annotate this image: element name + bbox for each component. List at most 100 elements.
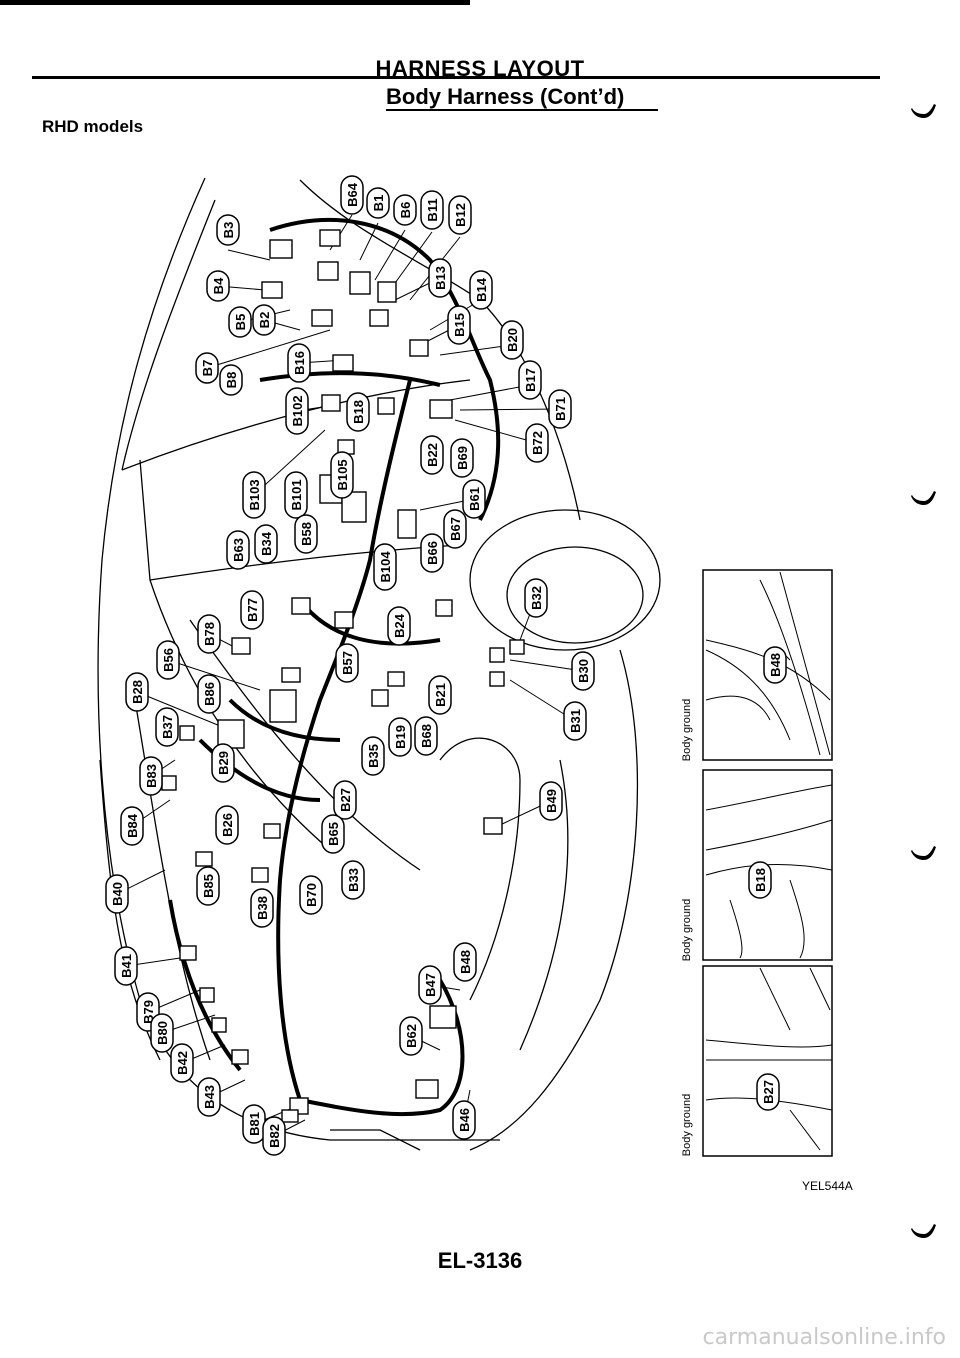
connector-label: B65 [326,822,341,846]
connector-tag-outline [150,1013,174,1053]
connector-label: B19 [393,725,408,749]
inset-connector-label: B48 [768,653,783,677]
connector-tag-b84: B84 [120,806,144,846]
connector-label: B38 [255,896,270,920]
connector-tag-outline [219,364,243,396]
connector-label: B63 [231,538,246,562]
connector-tag-outline [335,643,359,683]
connector-tag-outline [428,258,452,298]
connector-tag-b29: B29 [211,743,235,783]
connector-tag-outline [469,270,493,310]
connector-tag-outline [196,866,220,906]
connector-label: B17 [523,368,538,392]
inset-connector-label: B27 [761,1080,776,1104]
body-ground-label: Body ground [681,1094,693,1156]
connector-label: B105 [335,459,350,490]
connector-label: B34 [259,531,274,556]
connector-tag-outline [414,716,438,756]
connector-tag-b43: B43 [197,1077,221,1117]
connector-tag-outline [341,860,365,900]
connector-label: B83 [144,764,159,788]
connector-tag-b12: B12 [448,195,472,235]
connector-tag-b31: B31 [563,701,587,741]
connector-tag-outline [450,438,474,478]
connector-label: B58 [299,522,314,546]
connector-label: B101 [289,479,304,510]
connector-tag-outline [340,175,364,215]
connector-label: B32 [529,586,544,610]
connector-tag-b38: B38 [250,888,274,928]
connector-tag-b77: B77 [240,590,264,630]
connector-tag-b86: B86 [197,674,221,714]
connector-label: B68 [419,724,434,748]
connector-label: B49 [544,789,559,813]
connector-tag-outline [539,781,563,821]
connector-tag-b15: B15 [447,305,471,345]
connector-tag-b61: B61 [462,479,486,519]
connector-tag-outline [284,471,308,519]
connector-label: B43 [202,1085,217,1109]
connector-tag-outline [155,707,179,747]
connector-tag-outline [197,674,221,714]
connector-tag-outline [447,305,471,345]
connector-tag-outline [548,389,572,429]
connector-tag-outline [518,360,542,400]
body-ground-label: Body ground [681,899,693,961]
connector-tag-b11: B11 [420,190,444,230]
inset-connector-tag-outline [763,646,787,684]
connector-tag-outline [170,1043,194,1083]
connector-label: B78 [202,622,217,646]
connector-label: B42 [175,1051,190,1075]
connector-label: B46 [457,1108,472,1132]
connector-tag-outline [366,187,390,219]
connector-label: B103 [247,479,262,510]
connector-label: B2 [257,312,272,329]
inset-frame-2 [702,769,833,961]
connector-tag-b22: B22 [420,435,444,475]
subtitle-underline [386,109,658,111]
connector-tag-outline [399,1016,423,1056]
connector-tag-b16: B16 [287,343,311,383]
connector-tag-outline [287,343,311,383]
connector-tag-outline [373,543,397,591]
connector-tag-b62: B62 [399,1016,423,1056]
inset-connector-tag: B27 [756,1073,780,1111]
connector-tag-b80: B80 [150,1013,174,1053]
connector-label: B62 [404,1024,419,1048]
connector-label: B6 [398,202,413,219]
connector-tag-outline [420,190,444,230]
connector-tag-outline [105,874,129,914]
connector-tag-outline [211,743,235,783]
connector-label: B1 [371,195,386,212]
connector-tag-outline [462,479,486,519]
connector-tag-outline [197,614,221,654]
connector-label: B22 [425,443,440,467]
connector-tag-b26: B26 [215,805,239,845]
connector-tag-outline [250,888,274,928]
connector-label: B11 [425,198,440,221]
connector-label: B56 [161,648,176,672]
connector-tag-b42: B42 [170,1043,194,1083]
connector-tag-b19: B19 [388,717,412,757]
connector-tag-outline [500,320,524,360]
connector-tag-b85: B85 [196,866,220,906]
connector-tag-b8: B8 [219,364,243,396]
connector-label: B30 [576,659,591,683]
connector-tag-b103: B103 [242,471,266,519]
page-subtitle: Body Harness (Cont’d) [386,84,625,109]
connector-label: B12 [453,203,468,227]
connector-label: B35 [366,744,381,768]
connector-label: B31 [568,709,583,733]
connector-tag-b65: B65 [321,814,345,854]
connector-tag-outline [448,195,472,235]
connector-tag-b34: B34 [254,524,278,564]
connector-tag-b33: B33 [341,860,365,900]
connector-tag-b13: B13 [428,258,452,298]
connector-tag-outline [228,306,252,338]
connector-label: B64 [345,182,360,207]
connector-label: B69 [455,446,470,470]
connector-tag-b2: B2 [252,304,276,336]
connector-label: B28 [130,680,145,704]
